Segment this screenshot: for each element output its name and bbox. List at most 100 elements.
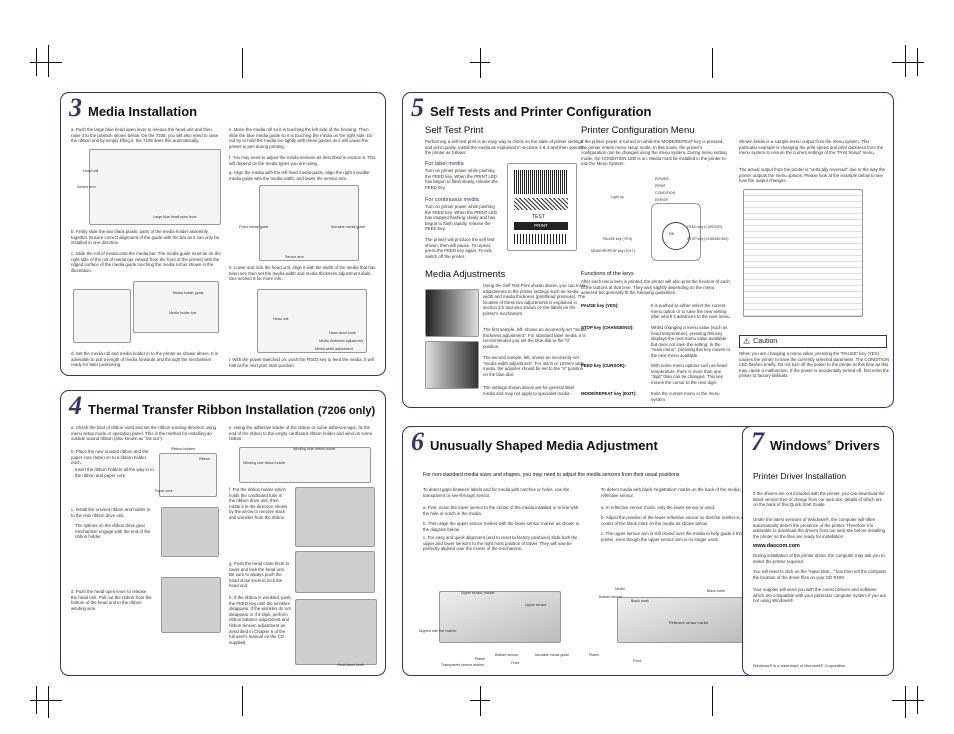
caution-box: ⚠ Caution bbox=[739, 335, 887, 348]
section-title: Windows® Drivers bbox=[770, 438, 880, 453]
driver-p5: Your supplier will send you with the cor… bbox=[753, 587, 887, 604]
step-c1: c. Install the unused ribbon and holder … bbox=[71, 507, 151, 518]
step-g: g. Align the media with the left fixed m… bbox=[229, 170, 370, 181]
label-upper-sensor-marker: Upper sensor marker bbox=[461, 591, 495, 595]
transparent-step-b: b. Then align the upper sensor marker wi… bbox=[423, 521, 580, 532]
media-adjustments-p3: The second sample, left, shows an incorr… bbox=[483, 355, 585, 377]
step-e: e. Move the media roll so it is touching… bbox=[229, 127, 373, 149]
key-desc: It is pushed to either select the curren… bbox=[651, 303, 731, 320]
label-head-close-knob: Head close knob bbox=[329, 331, 356, 335]
step-f: f. Put the ribbon holder which holds the… bbox=[229, 487, 288, 520]
config-menu-heading: Printer Configuration Menu bbox=[581, 125, 695, 136]
label-media-holder-bar: Media holder bar bbox=[169, 311, 196, 315]
section-title: Thermal Transfer Ribbon Installation (72… bbox=[88, 402, 375, 417]
self-test-sample-illustration: TEST PRINT bbox=[507, 163, 577, 251]
key-name: FEED key (CURSOR): bbox=[581, 363, 626, 368]
media-adjustments-heading: Media Adjustments bbox=[425, 269, 506, 280]
operation-panel-illustration: PA bbox=[651, 203, 701, 261]
label-platen: Platen bbox=[475, 657, 486, 661]
step-d: d. Set the media roll and media holder i… bbox=[71, 351, 218, 368]
self-test-intro: Performing a self test print is an easy … bbox=[425, 139, 584, 156]
label-media-thickness: Media thickness adjustment bbox=[319, 339, 364, 343]
label-movable-guide: Movable media guide bbox=[535, 653, 570, 657]
section-intro: For non-standard media sizes and shapes,… bbox=[423, 472, 680, 478]
label-platen-2: Platen bbox=[589, 653, 600, 657]
key-function-feed: FEED key (CURSOR):With some menu options… bbox=[581, 363, 731, 385]
label-transparent-marker: Transparent sensor marker bbox=[441, 663, 485, 667]
transparent-step-a: a. First, move the lower sensor to the c… bbox=[423, 505, 579, 516]
media-holder-illustration bbox=[133, 281, 219, 333]
driver-install-heading: Printer Driver Installation bbox=[753, 471, 847, 481]
menu-output-illustration bbox=[743, 189, 863, 317]
head-unit-illustration bbox=[257, 289, 367, 353]
label-light-up: Light up bbox=[611, 195, 624, 199]
label-media-holder-guide: Media holder guide bbox=[173, 291, 204, 295]
transparent-step-c: c. For easy and quick alignment (and to … bbox=[423, 535, 578, 552]
label-movable-media-guide: Movable media guide bbox=[331, 225, 366, 229]
step-c: c. Slide the roll of media onto the medi… bbox=[71, 251, 221, 273]
driver-p1: If the drivers are not included with the… bbox=[753, 491, 885, 508]
label-bottom-sensor: Bottom sensor bbox=[495, 653, 519, 657]
width-sample-illustration bbox=[425, 341, 479, 389]
dascom-link[interactable]: www.dascom.com bbox=[753, 543, 800, 549]
panel-key-glyph: PA bbox=[669, 231, 675, 236]
reflective-sensor-diagram bbox=[617, 597, 749, 643]
section-4-heading: 4 Thermal Transfer Ribbon Installation (… bbox=[69, 393, 375, 419]
head-open-illustration bbox=[161, 577, 221, 633]
section-number: 7 bbox=[751, 427, 764, 456]
continuous-media-instructions: Turn on printer power while pushing the … bbox=[425, 204, 498, 232]
label-front-2: Front bbox=[633, 659, 642, 663]
config-menu-intro: If the printer power is turned on while … bbox=[581, 139, 727, 167]
section-ribbon-installation: 4 Thermal Transfer Ribbon Installation (… bbox=[60, 390, 386, 676]
transparent-sensor-diagram bbox=[439, 591, 561, 643]
test-label: TEST bbox=[532, 214, 545, 220]
step-d: d. Push the head open lever to release t… bbox=[71, 589, 152, 611]
step-e: e. Using the adhesive leader of the ribb… bbox=[229, 425, 373, 442]
section-title-tail: Drivers bbox=[834, 438, 880, 453]
continuous-media-heading: For continuous media bbox=[425, 197, 479, 203]
label-winding-side: Winding side ribbon holder bbox=[243, 461, 286, 465]
print-label: PRINT bbox=[514, 222, 568, 230]
media-adjustments-p2: The first sample, left, shows an incorre… bbox=[483, 327, 587, 349]
warning-icon: ⚠ bbox=[743, 337, 751, 346]
section-3-heading: 3 Media Installation bbox=[69, 95, 197, 121]
section-title-main: Windows bbox=[770, 438, 827, 453]
key-function-pause: PAUSE key (YES):It is pushed to either s… bbox=[581, 303, 731, 320]
label-reflective-marker: Reflective sensor marker bbox=[669, 621, 709, 625]
section-7-heading: 7 Windows® Drivers bbox=[751, 429, 880, 455]
menu-sample-p2: The actual output from the printer is "v… bbox=[739, 167, 886, 184]
reflective-step-b: b. Adjust the position of the lower refl… bbox=[601, 515, 752, 526]
step-f: f. You may need to adjust the media sens… bbox=[229, 155, 376, 166]
step-g: g. Push the head close knob to lower and… bbox=[229, 561, 290, 589]
label-ribbon-holders: Ribbon holders bbox=[171, 447, 196, 451]
key-function-mode: MODE/REPEAT key (EXIT):Exits the current… bbox=[581, 391, 731, 402]
label-stop-key: STOP key (CHANGE/NO) bbox=[687, 237, 729, 241]
label-sensor-arm-2: Sensor arm bbox=[285, 255, 304, 259]
step-h: h. If the ribbon is wrinkled, push the F… bbox=[229, 595, 291, 645]
reflective-step-a: a. In reflective sensor mode, only the l… bbox=[601, 505, 716, 510]
section-title: Unusually Shaped Media Adjustment bbox=[430, 438, 658, 453]
section-windows-drivers: 7 Windows® Drivers Printer Driver Instal… bbox=[742, 426, 894, 676]
functions-of-keys-intro: After each menu item is printed, the pri… bbox=[581, 279, 730, 296]
self-test-tail: The printer will produce the self test s… bbox=[425, 237, 495, 259]
reflective-intro: To detect media with black 'registration… bbox=[601, 487, 757, 498]
section-title: Self Tests and Printer Configuration bbox=[430, 104, 652, 119]
label-head-unit-2: Head unit bbox=[273, 317, 289, 321]
label-mode-key: MODE/REPEAT key (EXIT) bbox=[591, 249, 635, 253]
label-media-width: Media width adjustment bbox=[315, 347, 353, 351]
section-media-installation: 3 Media Installation a. Push the large b… bbox=[60, 92, 386, 376]
led-error: ERROR bbox=[655, 198, 668, 202]
media-adjustments-p1: Using the Self Test Print shown above, y… bbox=[483, 283, 587, 316]
key-desc: Whilst changing a menu value (such as he… bbox=[651, 325, 731, 358]
key-function-stop: STOP key (CHANGE/NO):Whilst changing a m… bbox=[581, 325, 731, 359]
caution-text: When you are changing a menu value, pres… bbox=[739, 351, 890, 379]
driver-p2: Under the latest versions of Windows®, t… bbox=[753, 517, 886, 539]
label-black-mark: Black mark bbox=[707, 589, 725, 593]
label-media-instructions: Turn on printer power while pushing the … bbox=[425, 168, 498, 190]
label-media: Media bbox=[615, 587, 625, 591]
trademark-note: Windows® is a trademark of Microsoft® Co… bbox=[753, 663, 846, 668]
media-roll-illustration bbox=[73, 289, 131, 343]
functions-of-keys-heading: Functions of the keys bbox=[581, 271, 634, 277]
step-a: a. Push the large blue head open lever t… bbox=[71, 127, 219, 144]
label-black-mark-2: Black mark bbox=[631, 599, 649, 603]
